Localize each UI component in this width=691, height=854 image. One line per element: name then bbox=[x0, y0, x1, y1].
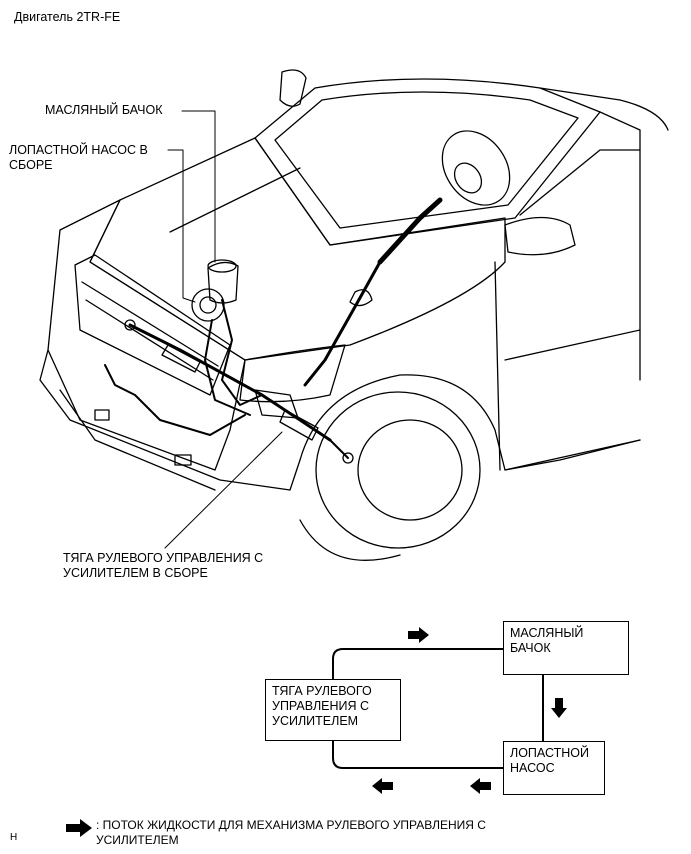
flow-arrow-right-icon bbox=[408, 627, 429, 643]
tire-lower bbox=[299, 519, 401, 561]
cooler-line bbox=[104, 364, 246, 436]
hood-outline bbox=[89, 137, 506, 361]
hood-crease bbox=[169, 167, 301, 233]
door-seam bbox=[494, 261, 501, 471]
reservoir-cap bbox=[207, 259, 237, 273]
callout-steering-rack: ТЯГА РУЛЕВОГО УПРАВЛЕНИЯ С УСИЛИТЕЛЕМ В … bbox=[63, 551, 264, 580]
rack-boot-right bbox=[279, 409, 319, 441]
tie-rod-right bbox=[329, 439, 349, 459]
engine-label: Двигатель 2TR-FE bbox=[14, 10, 121, 24]
body-rocker bbox=[504, 439, 641, 471]
pressure-hose bbox=[221, 299, 263, 406]
windshield-inner bbox=[274, 91, 579, 229]
flow-box-oil-tank: МАСЛЯНЫЙ БАЧОК bbox=[503, 621, 629, 675]
vane-pump-body bbox=[191, 288, 225, 322]
callout-oil-tank: МАСЛЯНЫЙ БАЧОК bbox=[45, 103, 163, 117]
windshield-outline bbox=[254, 78, 601, 246]
steering-hub bbox=[453, 162, 483, 194]
steering-rack-housing bbox=[128, 323, 332, 442]
door-window bbox=[519, 149, 641, 216]
tie-rod-end-right bbox=[342, 452, 354, 464]
grille bbox=[74, 254, 231, 396]
fog-light-left bbox=[94, 409, 110, 421]
steering-column bbox=[377, 197, 443, 265]
vane-pump-pulley bbox=[199, 296, 217, 314]
front-bumper bbox=[39, 349, 301, 491]
body-side-upper bbox=[599, 111, 641, 381]
column-grommet bbox=[349, 289, 373, 307]
callout-vane-pump: ЛОПАСТНОЙ НАСОС В СБОРЕ bbox=[9, 143, 148, 172]
front-wheel-rim bbox=[357, 419, 463, 521]
grille-bar-2 bbox=[85, 299, 214, 381]
headlight bbox=[239, 344, 346, 403]
side-mirror bbox=[279, 69, 307, 107]
flow-box-steering-rack: ТЯГА РУЛЕВОГО УПРАВЛЕНИЯ С УСИЛИТЕЛЕМ bbox=[265, 679, 401, 741]
leader-vane-pump bbox=[167, 149, 196, 303]
flow-arrow-left-icon-1 bbox=[470, 778, 491, 794]
right-mirror bbox=[504, 216, 576, 256]
flow-line-top bbox=[332, 648, 504, 680]
body-character-line bbox=[504, 329, 641, 361]
front-wheel bbox=[315, 391, 481, 549]
rack-boot-left bbox=[161, 344, 201, 373]
bumper-lower bbox=[59, 389, 216, 491]
rack-gear-housing bbox=[254, 389, 299, 419]
flow-line-bottom bbox=[332, 740, 504, 769]
return-hose bbox=[204, 319, 251, 416]
front-face bbox=[47, 199, 246, 471]
roof-line bbox=[539, 87, 669, 131]
oil-reservoir bbox=[207, 261, 239, 304]
flow-arrow-left-icon-2 bbox=[372, 778, 393, 794]
leader-rack bbox=[164, 431, 283, 549]
flow-arrow-down-icon bbox=[551, 698, 567, 718]
front-fender bbox=[299, 374, 641, 471]
legend-text: : ПОТОК ЖИДКОСТИ ДЛЯ МЕХАНИЗМА РУЛЕВОГО … bbox=[96, 818, 486, 847]
footer-code: H bbox=[10, 832, 18, 843]
leader-oil-tank bbox=[181, 110, 216, 263]
fog-light-right bbox=[174, 454, 192, 466]
right-arrow-icon bbox=[66, 819, 92, 837]
tie-rod-end-left bbox=[124, 319, 136, 331]
intermediate-shaft bbox=[303, 260, 382, 387]
steering-wheel bbox=[441, 130, 511, 206]
grille-bar-1 bbox=[81, 281, 219, 367]
flow-box-vane-pump: ЛОПАСТНОЙ НАСОС bbox=[503, 741, 605, 795]
